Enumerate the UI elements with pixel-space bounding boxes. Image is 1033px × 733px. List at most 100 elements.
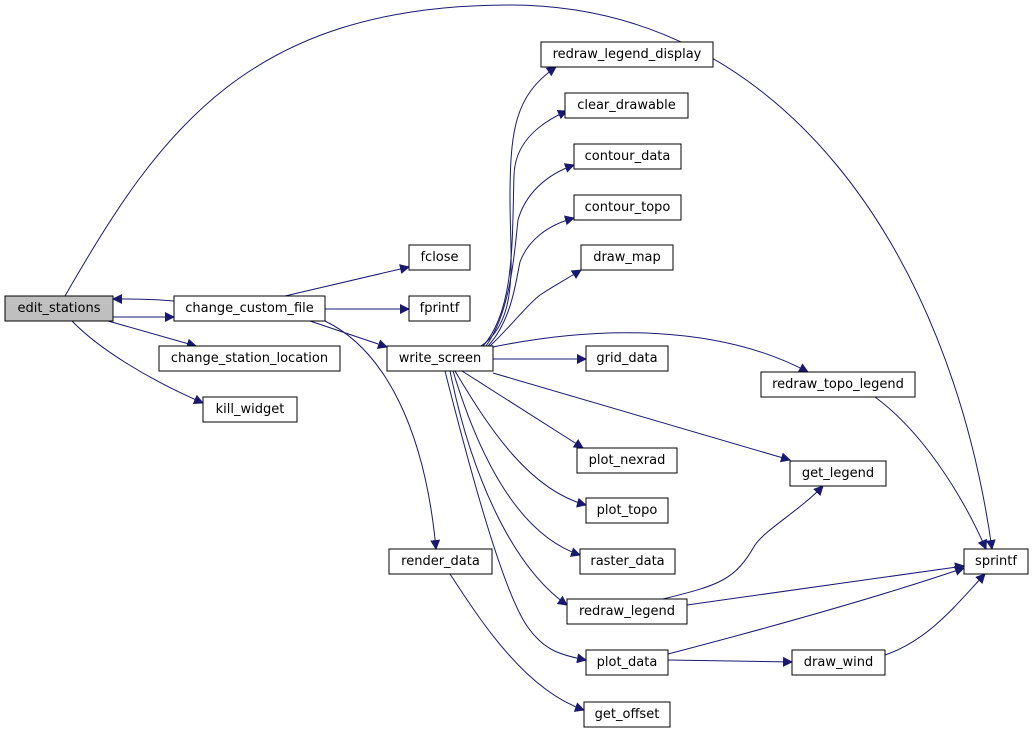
edge-line [884,573,986,656]
edge-line [487,215,575,347]
node-box[interactable] [388,548,493,575]
edge-redraw-legend-to-sprintf [686,562,965,606]
node-label: plot_nexrad [589,453,666,468]
edge-change-custom-file-to-render-data [324,320,441,550]
node-label: clear_drawable [577,98,676,113]
edge-change-custom-file-to-fclose [284,264,410,297]
edge-write-screen-to-contour-data [485,163,575,347]
edge-redraw-topo-legend-to-sprintf [874,396,987,550]
node-label: grid_data [596,351,657,366]
node-label: redraw_legend [579,604,675,619]
edge-write-screen-to-redraw-legend-display [480,66,557,347]
node-box[interactable] [585,497,669,524]
node-draw-map[interactable]: draw_map [580,244,674,271]
node-label: plot_data [597,655,658,670]
node-edit-stations[interactable]: edit_stations [4,295,114,322]
node-redraw-legend[interactable]: redraw_legend [566,598,688,625]
node-box[interactable] [580,244,674,271]
node-box[interactable] [789,460,887,487]
node-label: get_legend [802,466,874,481]
node-change-station-location[interactable]: change_station_location [158,345,341,372]
node-box[interactable] [579,548,676,575]
node-redraw-legend-display[interactable]: redraw_legend_display [540,41,714,68]
node-redraw-topo-legend[interactable]: redraw_topo_legend [760,371,916,398]
edge-line [492,332,809,373]
node-contour-topo[interactable]: contour_topo [573,194,682,221]
node-label: fprintf [420,301,460,316]
node-fprintf[interactable]: fprintf [408,295,471,322]
edge-change-custom-file-to-edit-stations [112,294,175,305]
edge-line [284,264,410,297]
node-render-data[interactable]: render_data [388,548,493,575]
node-box[interactable] [963,548,1029,575]
node-plot-data[interactable]: plot_data [585,649,669,676]
node-label: write_screen [399,351,481,366]
node-label: redraw_topo_legend [772,377,904,392]
edge-write-screen-to-contour-topo [487,215,575,347]
edge-write-screen-to-redraw-topo-legend [492,332,809,373]
edge-line [71,320,204,405]
edge-line [480,66,557,347]
edge-write-screen-to-plot-nexrad [461,370,584,449]
edge-line [662,485,824,600]
node-box[interactable] [585,345,669,372]
node-change-custom-file[interactable]: change_custom_file [173,295,326,322]
node-plot-nexrad[interactable]: plot_nexrad [576,447,678,474]
node-box[interactable] [760,371,916,398]
node-box[interactable] [791,649,886,676]
node-box[interactable] [566,598,688,625]
node-fclose[interactable]: fclose [408,244,471,271]
edge-line [485,163,575,347]
node-label: raster_data [590,554,664,569]
node-box[interactable] [202,396,298,423]
node-grid-data[interactable]: grid_data [585,345,669,372]
node-box[interactable] [158,345,341,372]
node-label: kill_widget [216,402,285,417]
node-label: redraw_legend_display [553,47,702,62]
node-get-offset[interactable]: get_offset [583,701,671,728]
node-box[interactable] [540,41,714,68]
edge-line [444,370,587,664]
node-box[interactable] [408,244,471,271]
node-contour-data[interactable]: contour_data [573,143,682,170]
edge-line [482,110,568,347]
edge-edit-stations-to-change-station-location [107,320,197,349]
node-label: sprintf [975,554,1017,569]
node-write-screen[interactable]: write_screen [386,345,494,372]
node-label: plot_topo [597,503,658,518]
edge-edit-stations-to-sprintf [64,4,996,550]
edge-write-screen-to-draw-map [489,269,582,347]
node-box[interactable] [408,295,471,322]
node-box[interactable] [576,447,678,474]
edge-layer [64,4,996,712]
edge-line [449,573,585,712]
edge-write-screen-to-get-legend [492,372,791,463]
node-box[interactable] [4,295,114,322]
node-sprintf[interactable]: sprintf [963,548,1029,575]
node-box[interactable] [573,143,682,170]
edge-line [492,372,791,463]
edge-write-screen-to-redraw-legend [449,370,568,606]
edge-line [112,294,175,305]
edge-line [461,370,584,449]
node-box[interactable] [583,701,671,728]
node-get-legend[interactable]: get_legend [789,460,887,487]
node-box[interactable] [585,649,669,676]
node-kill-widget[interactable]: kill_widget [202,396,298,423]
edge-line [107,320,197,349]
edge-line [667,656,793,667]
node-box[interactable] [564,92,689,119]
node-box[interactable] [573,194,682,221]
edge-write-screen-to-raster-data [452,370,581,557]
edge-line [449,370,568,606]
edge-line [454,370,587,508]
edge-line [489,269,582,347]
node-clear-drawable[interactable]: clear_drawable [564,92,689,119]
node-box[interactable] [386,345,494,372]
node-plot-topo[interactable]: plot_topo [585,497,669,524]
edge-render-data-to-get-offset [449,573,585,712]
node-draw-wind[interactable]: draw_wind [791,649,886,676]
node-raster-data[interactable]: raster_data [579,548,676,575]
node-box[interactable] [173,295,326,322]
